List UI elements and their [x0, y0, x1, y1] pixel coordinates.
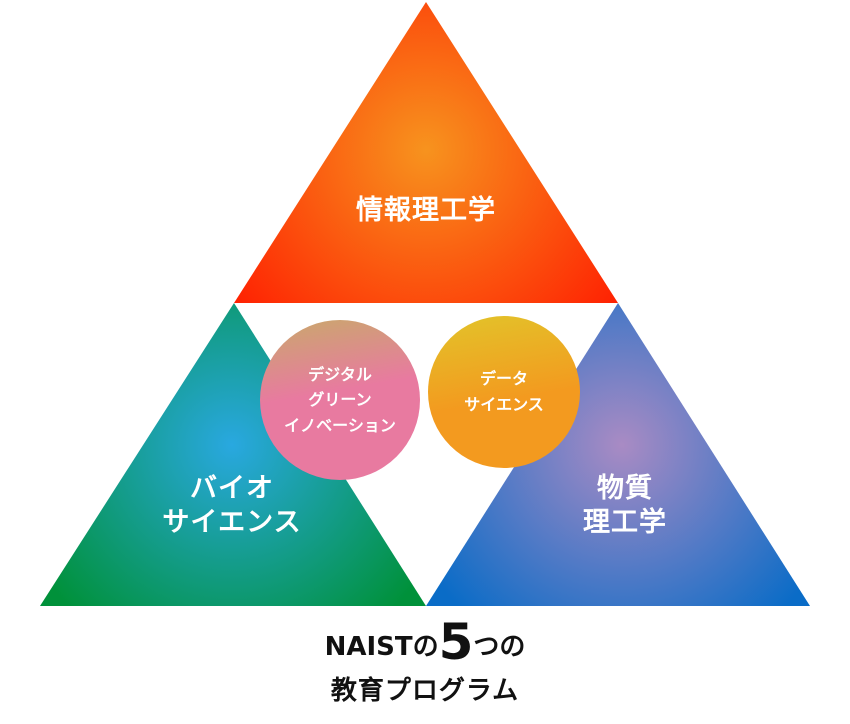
left-triangle	[40, 303, 426, 606]
data-science-circle: データ サイエンス	[428, 316, 580, 468]
caption-suffix: つの	[473, 632, 526, 662]
orange-circle-line2: サイエンス	[464, 395, 544, 414]
caption-line1: NAISTの5つの	[0, 617, 850, 671]
caption-prefix: NAIST	[324, 632, 413, 662]
right-label-line2: 理工学	[583, 506, 667, 538]
pink-circle-line1: デジタル	[308, 364, 372, 384]
pyramid-triangles	[40, 2, 810, 606]
diagram-caption: NAISTの5つの 教育プログラム	[0, 617, 850, 711]
education-pyramid-diagram: 情報理工学 バイオ サイエンス 物質 理工学 デジタル グリーン イノベーション…	[40, 2, 810, 606]
digital-green-innovation-circle: デジタル グリーン イノベーション	[260, 320, 420, 480]
top-triangle	[234, 2, 618, 303]
caption-line2: 教育プログラム	[330, 676, 520, 706]
right-triangle	[426, 303, 810, 606]
orange-circle-line1: データ	[479, 369, 528, 389]
caption-particle: の	[412, 632, 439, 662]
top-triangle-label: 情報理工学	[356, 195, 496, 226]
caption-number: 5	[438, 613, 474, 671]
pink-circle-line3: イノベーション	[284, 415, 396, 435]
left-triangle-label: バイオ サイエンス	[132, 472, 332, 540]
left-label-line2: サイエンス	[162, 506, 302, 538]
right-triangle-label: 物質 理工学	[540, 472, 710, 540]
pink-circle-line2: グリーン	[308, 390, 372, 410]
right-label-line1: 物質	[597, 473, 653, 504]
left-label-line1: バイオ	[190, 473, 274, 504]
